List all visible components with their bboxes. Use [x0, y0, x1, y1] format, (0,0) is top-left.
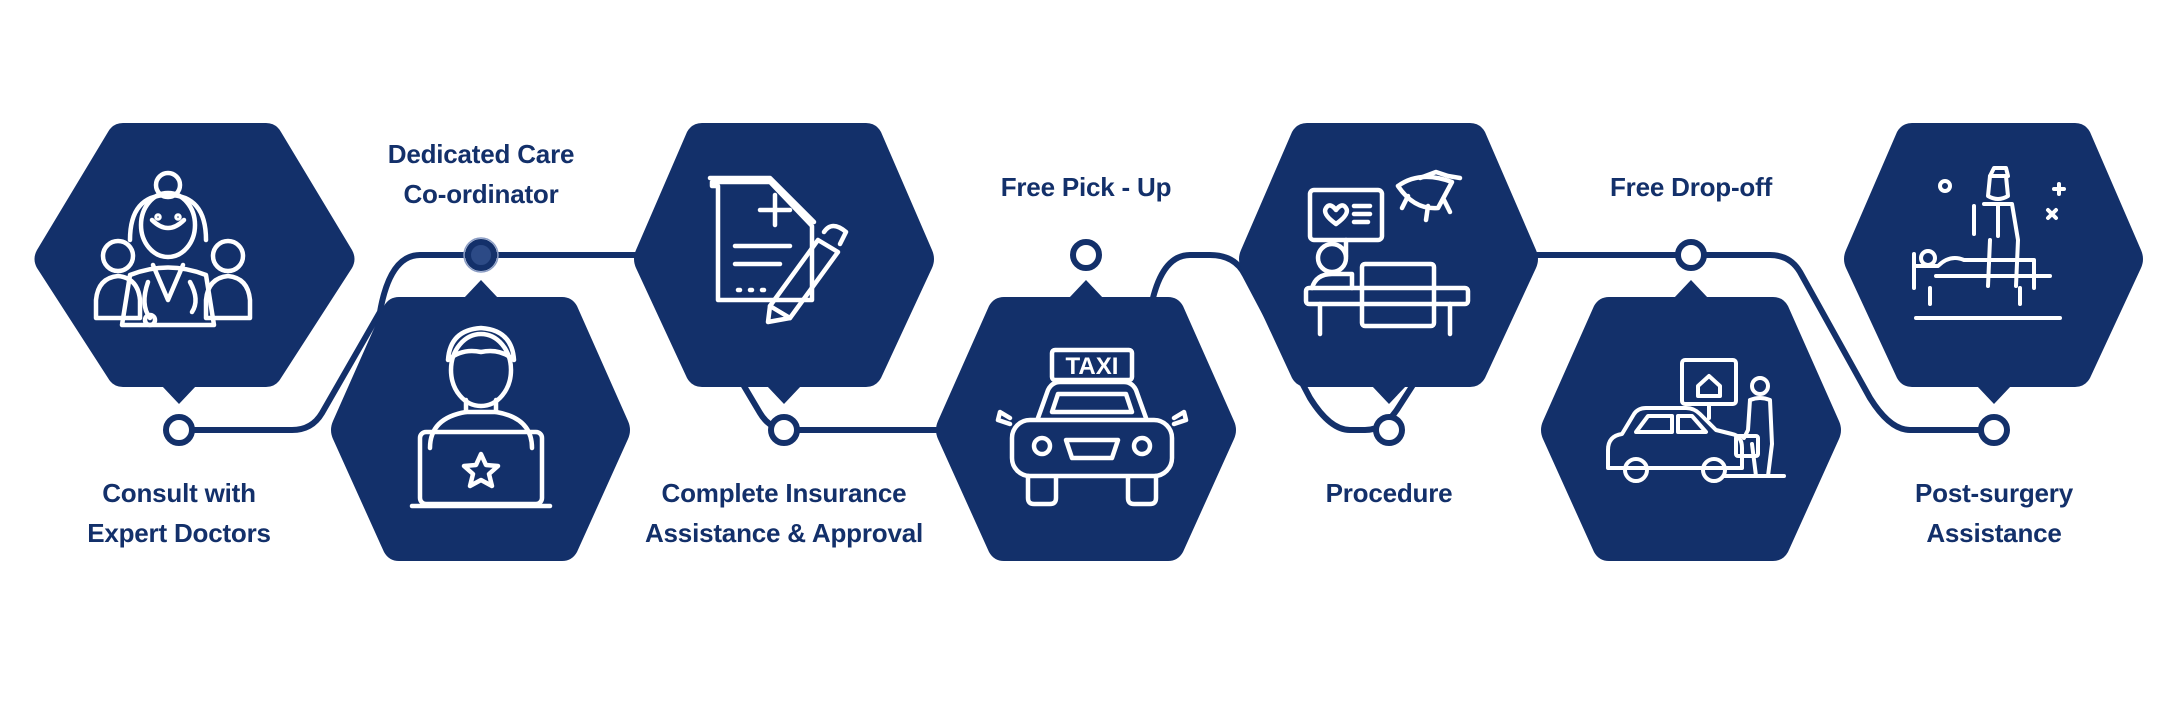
step-label-line: Expert Doctors — [87, 518, 271, 548]
step-label-procedure: Procedure — [1219, 473, 1559, 513]
step-label-line: Free Pick - Up — [1000, 172, 1172, 202]
step-label-consult: Consult with Expert Doctors — [9, 473, 349, 553]
timeline-node-coordinator — [463, 237, 499, 273]
timeline-node-consult — [163, 414, 195, 446]
step-consult-hexagon — [34, 123, 355, 404]
post-surgery-care-icon — [1912, 166, 2066, 320]
step-label-coordinator: Dedicated Care Co-ordinator — [311, 134, 651, 214]
step-label-insurance: Complete Insurance Assistance & Approval — [614, 473, 954, 553]
timeline-node-dropoff — [1675, 239, 1707, 271]
step-dropoff-hexagon — [1541, 280, 1841, 561]
step-label-line: Assistance — [1926, 518, 2062, 548]
step-label-line: Dedicated Care — [387, 139, 575, 169]
step-coordinator-hexagon — [331, 280, 630, 561]
step-label-line: Post-surgery — [1915, 478, 2073, 508]
taxi-icon — [995, 347, 1189, 507]
step-label-line: Complete Insurance — [661, 478, 907, 508]
timeline-node-procedure — [1373, 414, 1405, 446]
step-label-line: Consult with — [102, 478, 256, 508]
step-label-line: Procedure — [1325, 478, 1453, 508]
step-label-dropoff: Free Drop-off — [1521, 167, 1861, 207]
step-post-surgery-hexagon — [1844, 123, 2143, 404]
timeline-node-insurance — [768, 414, 800, 446]
taxi-sign-text: TAXI — [1066, 353, 1119, 380]
doctors-team-icon — [93, 170, 253, 328]
step-pickup-hexagon: TAXI — [936, 280, 1236, 561]
step-label-pickup: Free Pick - Up — [916, 167, 1256, 207]
step-label-post-surgery: Post-surgery Assistance — [1824, 473, 2164, 553]
step-label-line: Co-ordinator — [403, 179, 559, 209]
surgery-procedure-icon — [1303, 169, 1471, 337]
insurance-document-icon — [707, 175, 849, 325]
step-label-line: Free Drop-off — [1609, 172, 1773, 202]
care-coordinator-icon — [409, 325, 553, 509]
car-drop-off-icon — [1606, 358, 1786, 483]
timeline-node-post-surgery — [1978, 414, 2010, 446]
step-insurance-hexagon — [634, 123, 934, 404]
step-label-line: Assistance & Approval — [644, 518, 924, 548]
step-procedure-hexagon — [1239, 123, 1538, 404]
timeline-node-pickup — [1070, 239, 1102, 271]
